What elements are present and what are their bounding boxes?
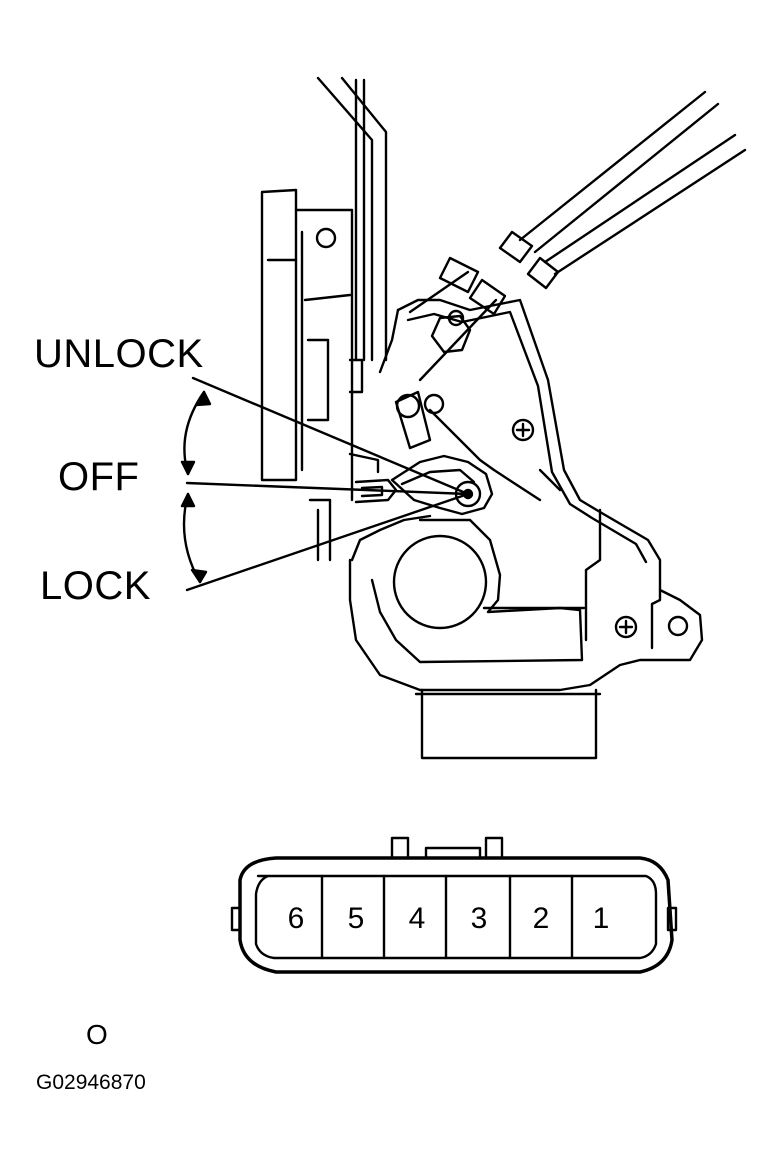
unlock-leader-line	[191, 376, 470, 496]
lock-leader-line	[185, 492, 470, 592]
lock-rods	[316, 76, 388, 362]
connector-pin-4: 4	[408, 902, 426, 935]
connector-pin-3: 3	[470, 902, 488, 935]
arrowhead-unlock	[194, 390, 212, 407]
switch-lever	[348, 452, 494, 516]
marker-o: O	[86, 1019, 108, 1050]
off-label: OFF	[58, 455, 140, 499]
connector-pin-2: 2	[532, 902, 550, 935]
arrowhead-off-lower	[180, 492, 196, 508]
motor-housing	[350, 514, 602, 760]
lock-label: LOCK	[40, 564, 151, 608]
actuator-body	[348, 298, 704, 692]
unlock-label: UNLOCK	[34, 332, 204, 376]
connector-pin-1: 1	[592, 902, 610, 935]
figure-id: G02946870	[36, 1071, 146, 1094]
off-leader-line	[185, 481, 470, 496]
connector-pin-5: 5	[347, 902, 365, 935]
latch-housing	[260, 188, 364, 562]
position-indicator	[180, 376, 470, 592]
connector-pin-6: 6	[287, 902, 305, 935]
connector-face	[230, 836, 678, 974]
arrowhead-lock	[190, 568, 208, 584]
off-lock-arc	[182, 492, 202, 584]
arrowhead-off-upper	[180, 460, 196, 476]
control-cables	[408, 90, 747, 382]
